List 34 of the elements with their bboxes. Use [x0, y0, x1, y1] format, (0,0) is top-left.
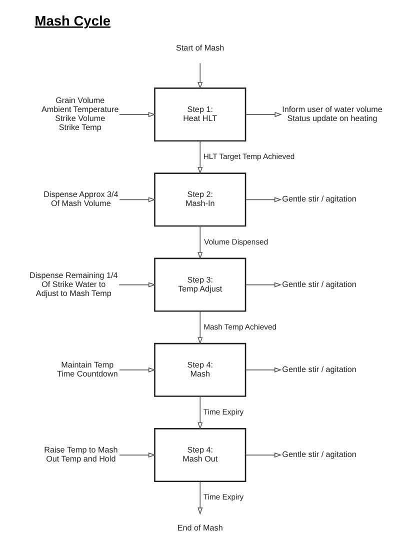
arrow: [198, 226, 203, 260]
arrow: [245, 197, 282, 202]
arrow: [198, 310, 203, 345]
node-text: Dispense Approx 3/4 Of Mash Volume: [44, 190, 118, 208]
node-text: Dispense Remaining 1/4 Of Strike Water to Adjust to Mash Temp: [30, 270, 118, 298]
node-box: Step 2: Mash-In: [154, 172, 246, 227]
arrow: [198, 140, 203, 174]
node-box: Step 3: Temp Adjust: [154, 258, 246, 312]
node-text: Gentle stir / agitation: [282, 364, 356, 374]
node-text: Gentle stir / agitation: [282, 280, 356, 289]
node-text: Raise Temp to Mash Out Temp and Hold: [44, 446, 118, 464]
node-text: Maintain Temp Time Countdown: [56, 360, 118, 378]
arrow: [245, 367, 282, 372]
diagram-title: Mash Cycle: [34, 13, 110, 28]
node-text: Inform user of water volume Status update on heating: [282, 105, 382, 124]
arrow: [245, 282, 282, 288]
node-text: End of Mash: [177, 523, 223, 532]
arrow: [119, 367, 156, 372]
arrow: [198, 396, 203, 430]
node-box: Step 1: Heat HLT: [154, 88, 246, 142]
arrow: [119, 197, 156, 202]
arrow: [245, 452, 282, 458]
node-box: Step 4: Mash: [154, 342, 246, 397]
arrow: [245, 112, 282, 118]
arrow: [119, 112, 156, 118]
node-text: Gentle stir / agitation: [282, 450, 356, 460]
node-text: Start of Mash: [176, 43, 224, 52]
node-text: Gentle stir / agitation: [282, 194, 356, 204]
arrow: [198, 62, 203, 90]
arrow: [119, 452, 156, 458]
arrow: [198, 481, 203, 515]
node-text: Grain Volume Ambient Temperature Strike Volume Strike Temp: [42, 96, 119, 132]
node-box: Step 4: Mash Out: [154, 428, 246, 482]
arrow: [118, 282, 156, 288]
